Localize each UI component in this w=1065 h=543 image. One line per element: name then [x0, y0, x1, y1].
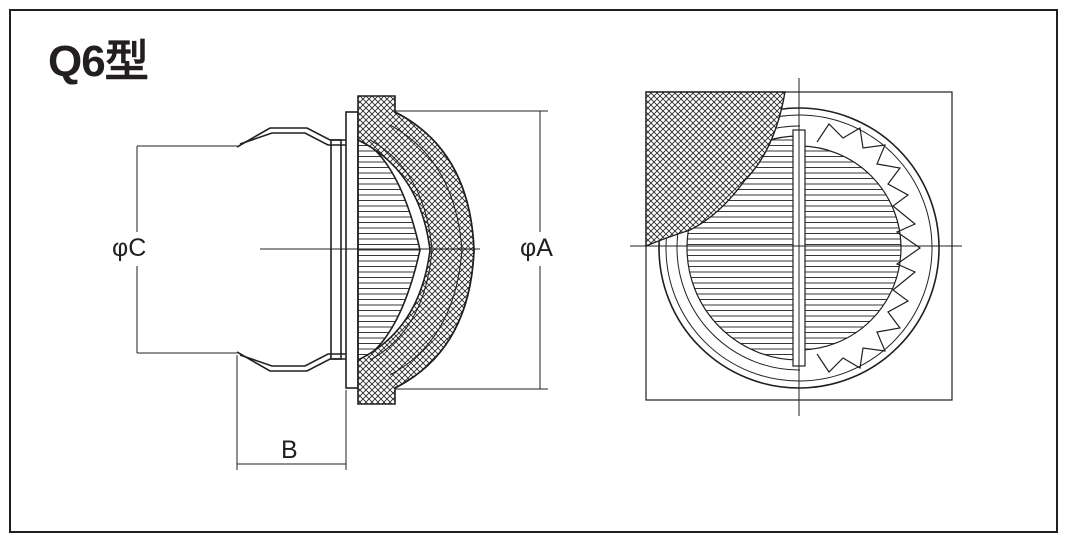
model-title: Q6型	[48, 37, 149, 86]
flange-plate	[345, 111, 359, 389]
dome-inner-2	[369, 139, 433, 361]
pipe-upper-inner	[239, 132, 346, 146]
diagram-frame	[9, 9, 1058, 533]
side-view	[136, 95, 548, 470]
dome-inner	[389, 124, 463, 376]
hatched-cutaway	[645, 91, 786, 248]
phi-a-label: φA	[520, 234, 553, 262]
right-grate	[800, 145, 902, 351]
dome-outer	[394, 111, 475, 389]
b-label: B	[281, 436, 298, 464]
pipe-lower-outline	[236, 351, 346, 372]
pipe-lower-inner	[239, 353, 346, 367]
gear-teeth	[816, 123, 922, 373]
phi-c-label: φC	[112, 234, 147, 262]
pipe-upper-outline	[236, 127, 346, 148]
top-view	[630, 78, 962, 416]
